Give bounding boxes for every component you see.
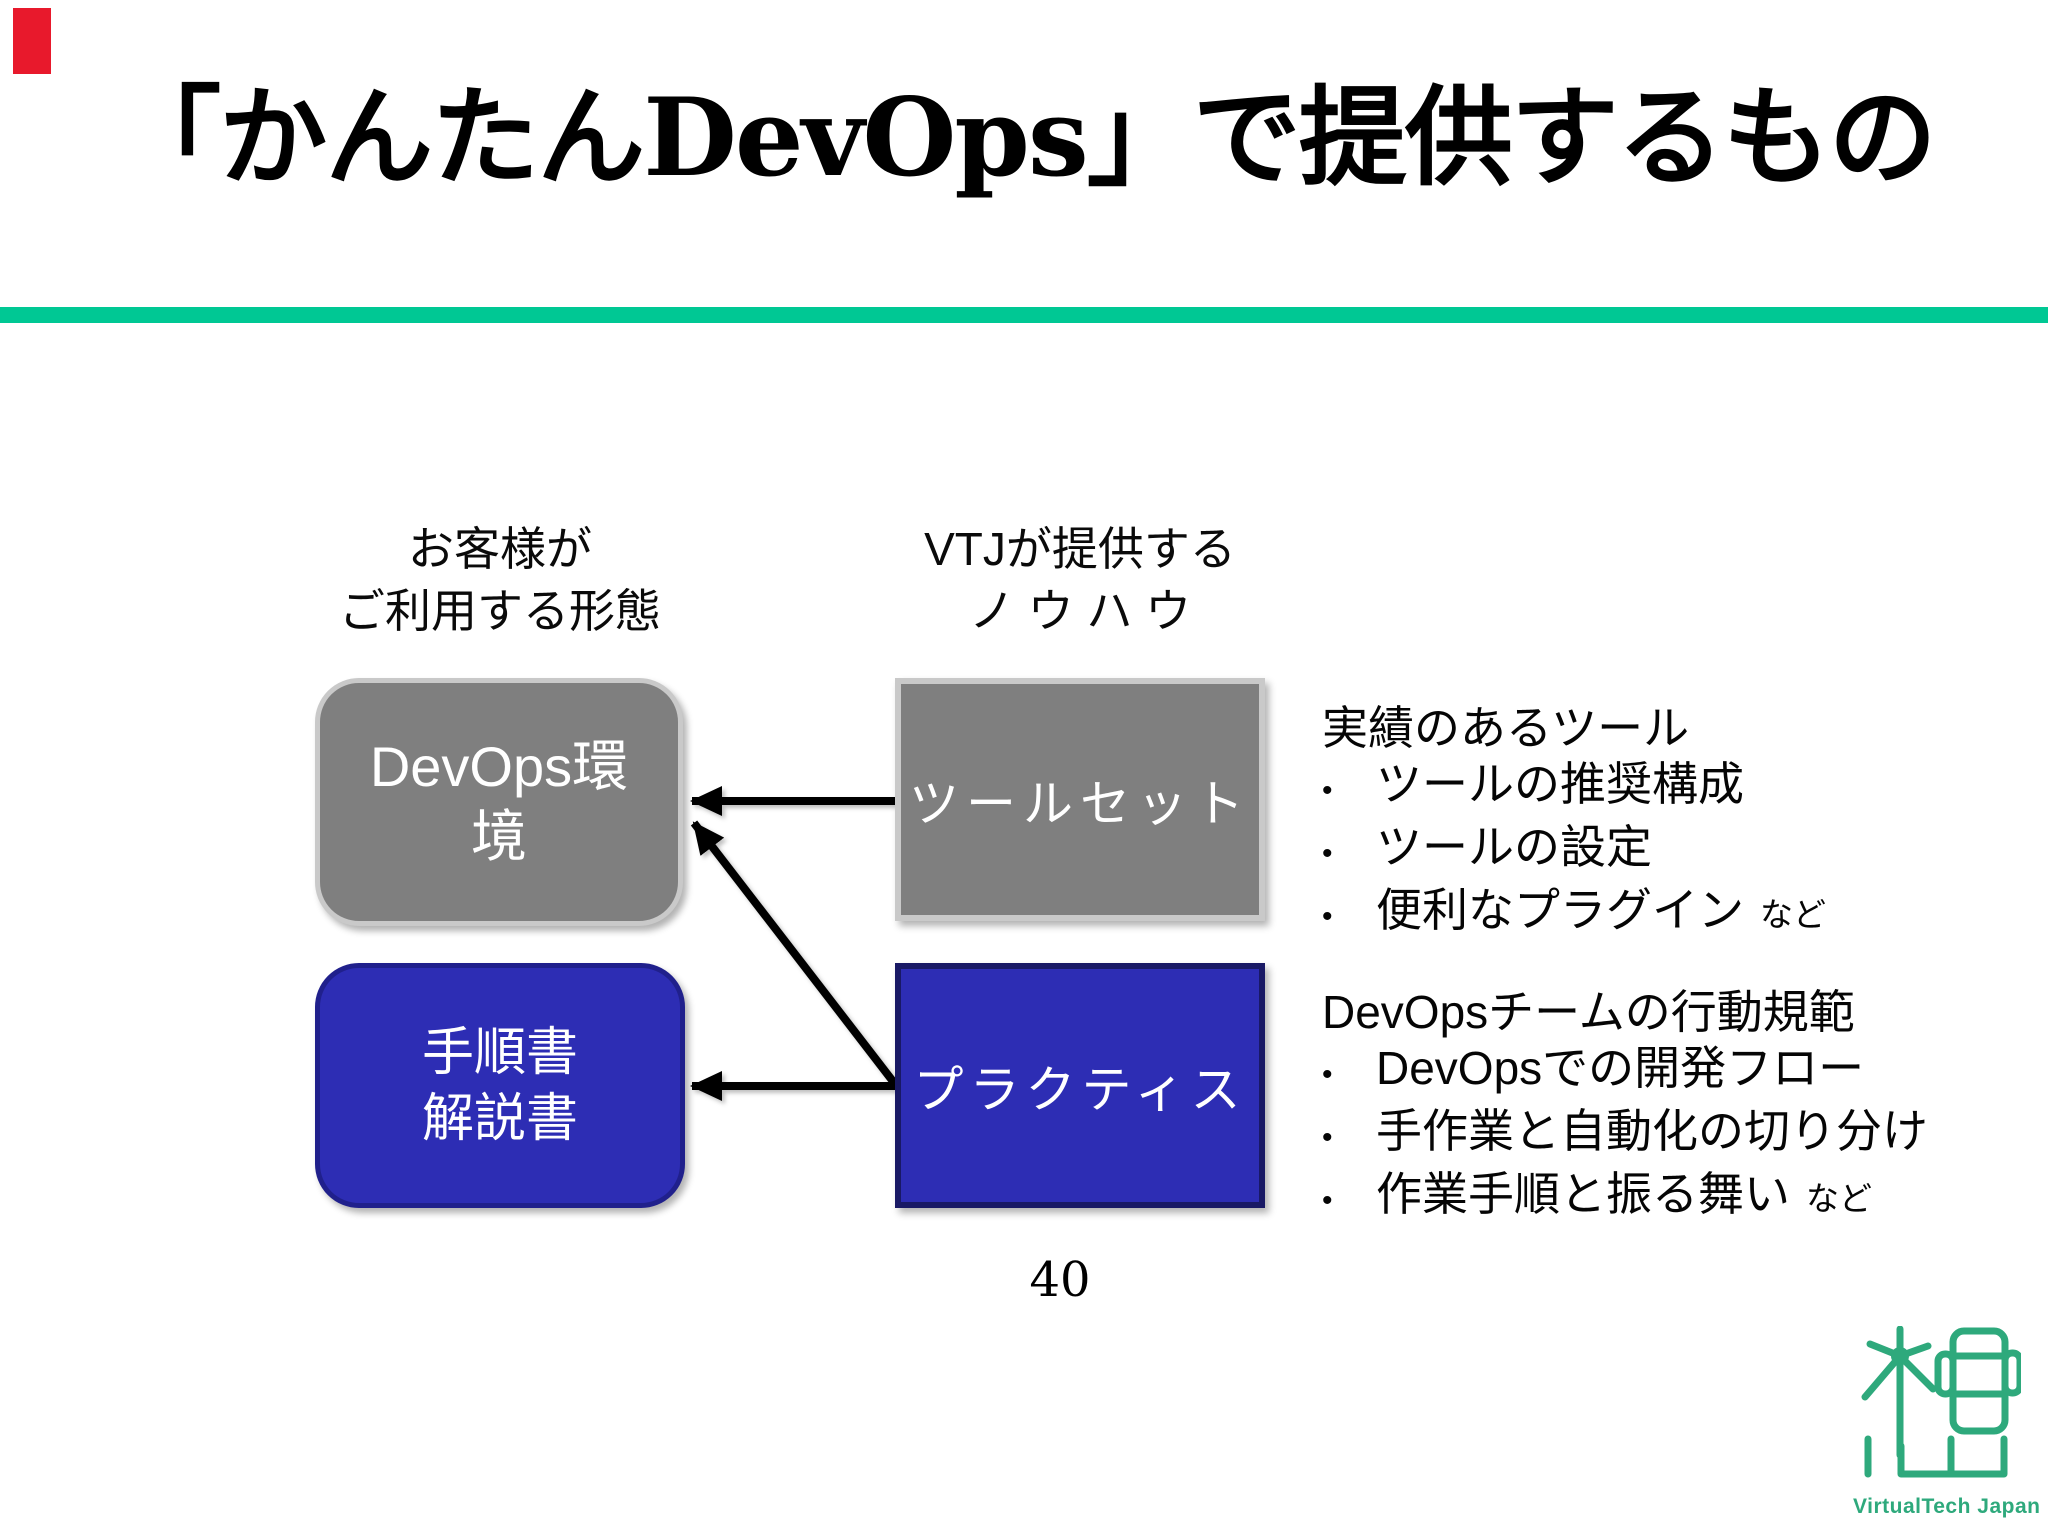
- list-item: • DevOpsでの開発フロー: [1322, 1040, 2012, 1103]
- bullet-icon: •: [1322, 1121, 1333, 1154]
- toolset-notes-heading: 実績のあるツール: [1322, 702, 1690, 754]
- bullet-icon: •: [1322, 774, 1333, 807]
- arrow-practices-to-devopsenv: [690, 820, 899, 1087]
- practice-notes: DevOpsチームの行動規範 • DevOpsでの開発フロー • 手作業と自動化…: [1322, 984, 2012, 1229]
- list-item: • 作業手順と振る舞い など: [1322, 1166, 2012, 1229]
- column-header-customer: お客様が ご利用する形態: [339, 523, 661, 637]
- bullet-icon: •: [1322, 900, 1333, 933]
- box-manuals: 手順書 解説書: [315, 963, 685, 1208]
- list-item-label: 手作業と自動化の切り分け: [1376, 1105, 1928, 1157]
- list-item: • ツールの設定: [1322, 819, 2012, 882]
- list-item-label: ツールの設定: [1376, 821, 1652, 873]
- bullet-icon: •: [1322, 837, 1333, 870]
- page-number: 40: [1029, 1252, 1091, 1308]
- bullet-icon: •: [1322, 1184, 1333, 1217]
- page-title: 「かんたんDevOps」で提供するもの: [113, 75, 1937, 201]
- toolset-notes: 実績のあるツール • ツールの推奨構成 • ツールの設定 • 便利なプラグイン …: [1322, 700, 2012, 945]
- bullet-icon: •: [1322, 1058, 1333, 1091]
- list-item: • 便利なプラグイン など: [1322, 882, 2012, 945]
- box-toolset: ツールセット: [895, 678, 1265, 921]
- list-item: • ツールの推奨構成: [1322, 756, 2012, 819]
- logo-mark-icon: [1861, 1325, 2024, 1478]
- list-item-label: ツールの推奨構成: [1376, 758, 1744, 810]
- list-item-label: 作業手順と振る舞い: [1376, 1168, 1790, 1220]
- list-item-label: 便利なプラグイン: [1376, 884, 1744, 936]
- list-item-suffix: など: [1760, 896, 1826, 933]
- box-devops-environment: DevOps環 境: [315, 678, 683, 926]
- logo-text: VirtualTech Japan: [1853, 1495, 2041, 1518]
- green-divider: [0, 307, 2048, 323]
- box-practices: プラクティス: [895, 963, 1265, 1208]
- list-item-suffix: など: [1806, 1180, 1872, 1217]
- column-header-vtj: VTJが提供する ノ ウ ハ ウ: [924, 523, 1236, 637]
- list-item-label: DevOpsでの開発フロー: [1376, 1042, 1865, 1094]
- red-corner-marker: [13, 8, 51, 74]
- list-item: • 手作業と自動化の切り分け: [1322, 1103, 2012, 1166]
- practice-notes-heading: DevOpsチームの行動規範: [1322, 986, 1855, 1038]
- virtualtech-japan-logo: VirtualTech Japan: [1853, 1325, 2041, 1519]
